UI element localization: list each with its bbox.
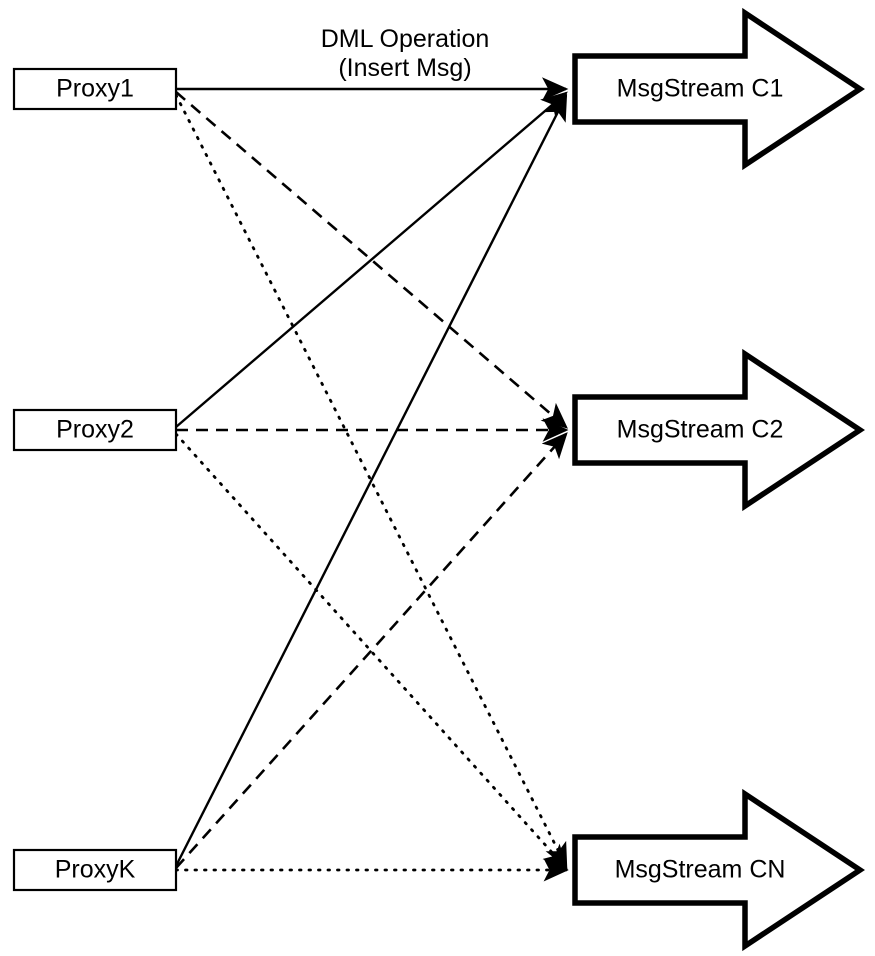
dml-operation-label-line2: (Insert Msg) — [338, 54, 471, 82]
stream-label-cn: MsgStream CN — [615, 856, 786, 884]
links-layer — [174, 77, 569, 882]
proxy-box-proxyk[interactable] — [12, 848, 178, 892]
stream-arrow-shape-cn[interactable] — [572, 788, 865, 952]
proxy-label-proxyk: ProxyK — [55, 856, 136, 884]
link-p2-c1 — [175, 91, 568, 428]
link-pk-c2 — [175, 432, 568, 869]
proxy-label-proxy1: Proxy1 — [56, 75, 134, 103]
stream-arrow-shape-c2[interactable] — [572, 348, 865, 512]
link-p2-cn — [174, 432, 568, 871]
stream-arrow-shape-c1[interactable] — [572, 7, 865, 171]
proxy-box-proxy2[interactable] — [12, 408, 178, 452]
link-p1-cn — [174, 93, 568, 869]
proxy-node-proxy1[interactable]: Proxy1 — [12, 67, 178, 111]
stream-node-cn[interactable]: MsgStream CN — [572, 788, 865, 952]
dml-operation-label-line1: DML Operation — [321, 25, 490, 53]
proxy-box-proxy1[interactable] — [12, 67, 178, 111]
link-pk-c1 — [174, 93, 568, 867]
link-p1-c2 — [175, 91, 568, 429]
streams-layer: MsgStream C1 MsgStream C2 MsgStream CN — [572, 7, 865, 952]
proxy-node-proxyk[interactable]: ProxyK — [12, 848, 178, 892]
proxy-label-proxy2: Proxy2 — [56, 416, 134, 444]
stream-label-c2: MsgStream C2 — [617, 416, 784, 444]
proxy-node-proxy2[interactable]: Proxy2 — [12, 408, 178, 452]
stream-node-c2[interactable]: MsgStream C2 — [572, 348, 865, 512]
stream-node-c1[interactable]: MsgStream C1 — [572, 7, 865, 171]
dml-operation-label: DML Operation (Insert Msg) — [321, 25, 490, 82]
stream-label-c1: MsgStream C1 — [617, 75, 784, 103]
